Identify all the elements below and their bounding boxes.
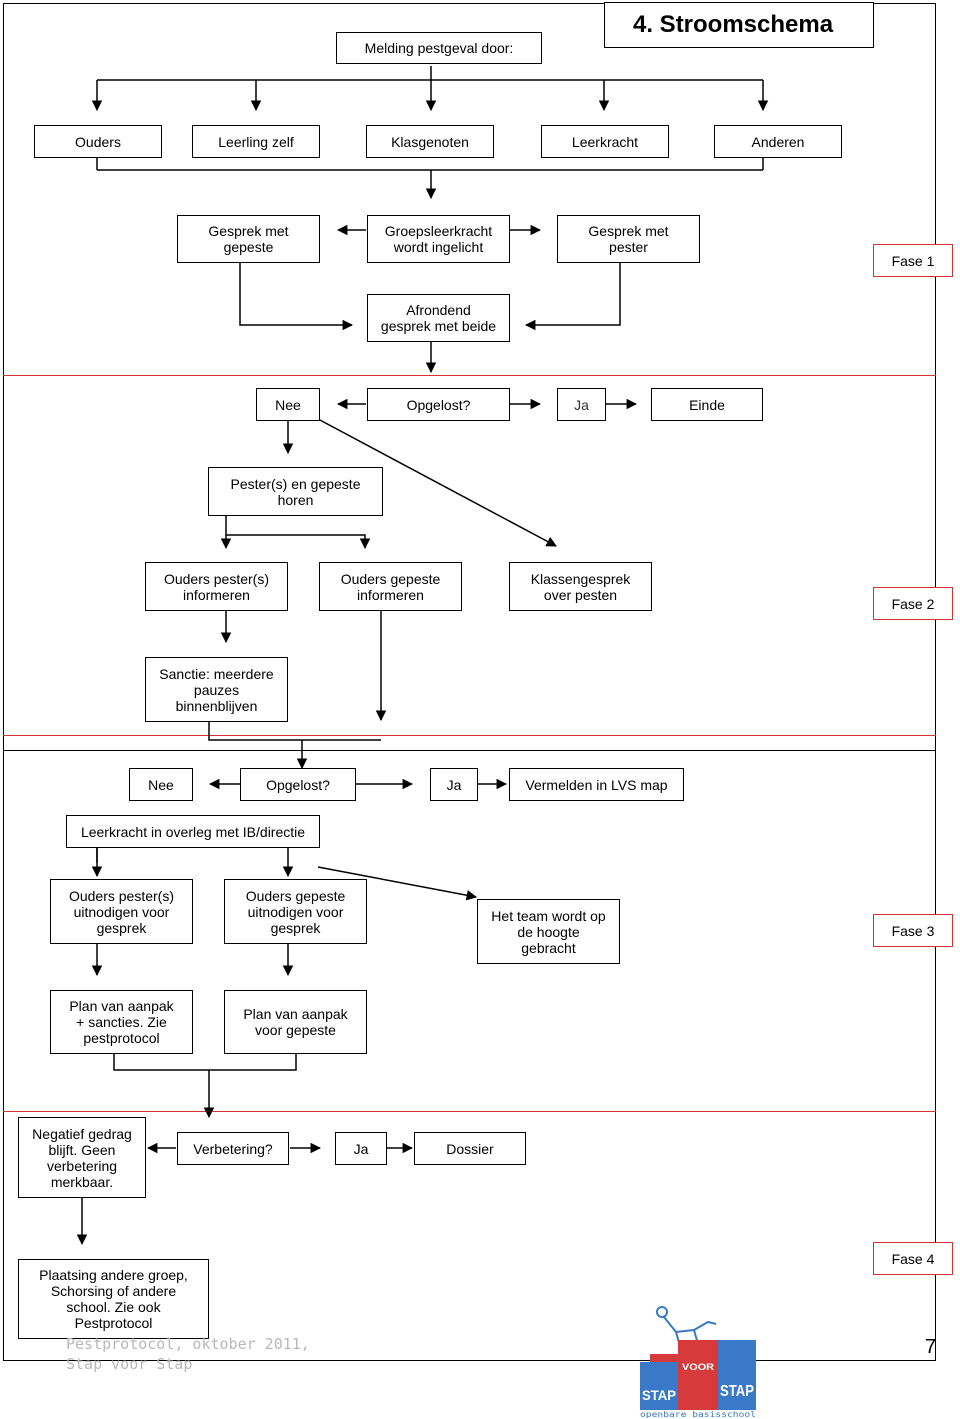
nee-box-phase3: Nee [129,768,193,801]
footer-text: Pestprotocol, oktober 2011, Stap voor St… [66,1335,310,1373]
phase-divider-3 [3,1111,936,1112]
fase-3-label: Fase 3 [873,914,953,947]
fase-2-label: Fase 2 [873,587,953,620]
plan-sancties-box: Plan van aanpak + sancties. Zie pestprot… [50,990,193,1054]
reporter-ouders: Ouders [34,125,162,158]
plan-gepeste-box: Plan van aanpak voor gepeste [224,990,367,1054]
ouders-pester-uitnodigen-box: Ouders pester(s) uitnodigen voor gesprek [50,879,193,944]
reporter-klasgenoten: Klasgenoten [366,125,494,158]
fase-4-label: Fase 4 [873,1242,953,1275]
groepsleerkracht-box: Groepsleerkracht wordt ingelicht [367,215,510,263]
logo-text-right: STAP [720,1383,754,1400]
reporter-leerling-zelf: Leerling zelf [192,125,320,158]
page-title: 4. Stroomschema [604,2,874,48]
opgelost-box-phase3: Opgelost? [240,768,356,801]
horen-box: Pester(s) en gepeste horen [208,467,383,516]
ouders-gepeste-uitnodigen-box: Ouders gepeste uitnodigen voor gesprek [224,879,367,944]
melding-box: Melding pestgeval door: [336,32,542,64]
logo-subtitle: openbare basisschool [640,1410,756,1418]
lvs-box: Vermelden in LVS map [509,768,684,801]
ja-box-phase4: Ja [335,1132,387,1165]
einde-box: Einde [651,388,763,421]
page-frame [3,3,936,1361]
nee-box-phase2: Nee [256,388,320,421]
gesprek-gepeste-box: Gesprek met gepeste [177,215,320,263]
fase-1-label: Fase 1 [873,244,953,277]
reporter-leerkracht: Leerkracht [541,125,669,158]
phase-divider-2a [3,735,936,736]
reporter-anderen: Anderen [714,125,842,158]
ouders-gepeste-informeren-box: Ouders gepeste informeren [319,562,462,611]
phase-divider-2b [3,750,936,751]
school-logo: STAP VOOR STAP openbare basisschool [640,1306,756,1418]
page-number: 7 [925,1336,937,1358]
logo-text-middle: VOOR [682,1362,715,1372]
ouders-pester-informeren-box: Ouders pester(s) informeren [145,562,288,611]
plaatsing-box: Plaatsing andere groep, Schorsing of and… [18,1259,209,1339]
overleg-box: Leerkracht in overleg met IB/directie [66,815,320,848]
afrondend-box: Afrondend gesprek met beide [367,294,510,342]
opgelost-box-phase2: Opgelost? [367,388,510,421]
negatief-gedrag-box: Negatief gedrag blijft. Geen verbetering… [18,1117,146,1198]
logo-text-left: STAP [642,1387,676,1403]
verbetering-box: Verbetering? [177,1132,289,1165]
dossier-box: Dossier [414,1132,526,1165]
phase-divider-1 [3,375,936,376]
ja-box-phase3: Ja [430,768,478,801]
gesprek-pester-box: Gesprek met pester [557,215,700,263]
sanctie-box: Sanctie: meerdere pauzes binnenblijven [145,657,288,722]
klassengesprek-box: Klassengesprek over pesten [509,562,652,611]
ja-box-phase2: Ja [557,388,606,421]
team-box: Het team wordt op de hoogte gebracht [477,899,620,964]
